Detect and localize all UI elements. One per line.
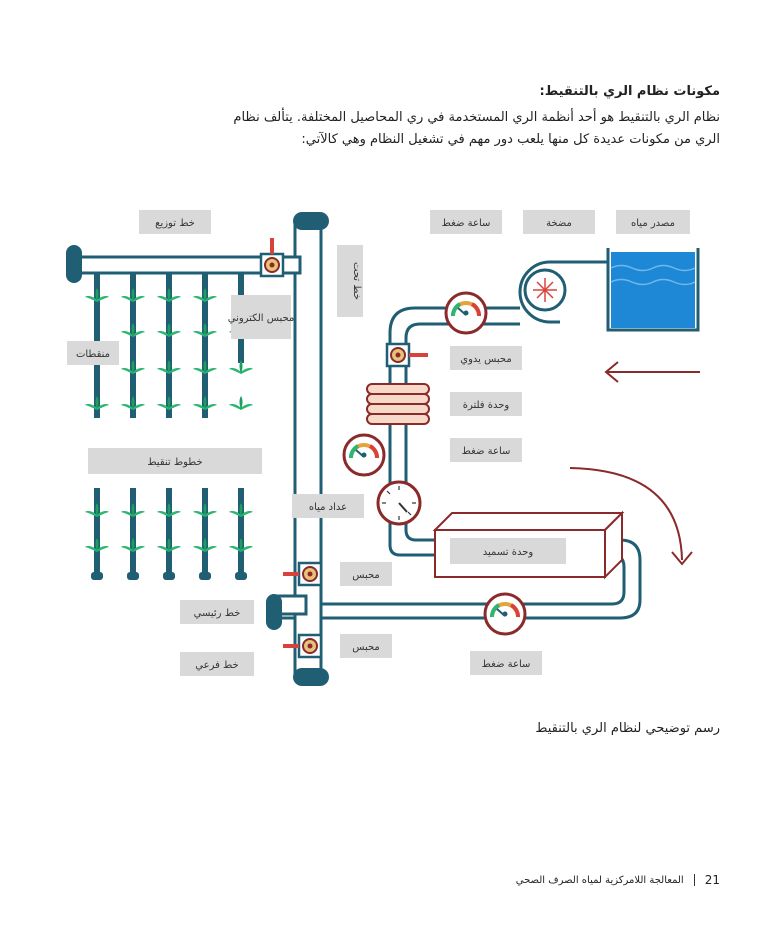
manual-valve-icon [385, 342, 411, 368]
intro-paragraph: نظام الري بالتنقيط هو أحد أنظمة الري الم… [160, 107, 720, 151]
footer-title: المعالجة اللامركزية لمياه الصرف الصحي [515, 874, 684, 886]
label-fertilizer-unit: وحدة تسميد [483, 547, 534, 558]
pressure-gauge-bottom-icon [483, 592, 527, 636]
supply-pipe [280, 306, 642, 620]
label-boxes [67, 210, 690, 676]
label-electronic-valve: محبس الكتروني [228, 313, 295, 324]
flow-arrow-down [569, 467, 693, 566]
water-tank [606, 248, 700, 332]
electronic-valve-icon [259, 252, 285, 278]
label-pressure-gauge-bottom: ساعة ضغط [482, 659, 531, 670]
label-distribution-line: خط توزيع [155, 218, 195, 229]
label-sub-line-vertical: خط تحت [351, 262, 362, 300]
valve-1-icon [297, 561, 323, 587]
pressure-gauge-top-icon [444, 291, 488, 335]
valve-2-icon [297, 633, 323, 659]
figure-caption: رسم توضيحي لنظام الري بالتنقيط [535, 721, 720, 736]
label-water-meter: عداد مياه [309, 502, 347, 513]
label-pump: مضخة [546, 218, 572, 229]
flow-arrow-left [604, 361, 700, 383]
paragraph-line-2: الري من مكونات عديدة كل منها يلعب دور مه… [301, 132, 720, 147]
label-valve-1: محبس [352, 570, 380, 581]
label-manual-valve: محبس يدوي [460, 354, 511, 365]
section-heading: مكونات نظام الري بالتنقيط: [539, 84, 721, 99]
page-footer: 21 المعالجة اللامركزية لمياه الصرف الصحي [516, 873, 720, 887]
label-main-line: خط رئيسي [194, 608, 241, 619]
filter-unit-icon [366, 383, 430, 425]
pressure-gauge-mid-icon [342, 433, 386, 477]
label-valve-2: محبس [352, 642, 380, 653]
footer-separator [693, 874, 695, 886]
pump [518, 260, 608, 324]
label-branch-line: خط فرعي [195, 660, 238, 671]
water-meter-icon [376, 480, 422, 526]
label-water-source: مصدر مياه [631, 218, 675, 229]
label-pressure-gauge-mid: ساعة ضغط [462, 446, 511, 457]
main-line-pipe [266, 594, 308, 630]
page-number: 21 [704, 873, 720, 887]
paragraph-line-1: نظام الري بالتنقيط هو أحد أنظمة الري الم… [233, 110, 720, 125]
label-pressure-gauge-top: ساعة ضغط [442, 218, 491, 229]
distribution-pipe [66, 245, 302, 283]
drip-lines-lower [91, 488, 247, 580]
label-drip-lines: خطوط تنقيط [147, 457, 202, 468]
label-filter-unit: وحدة فلترة [463, 400, 510, 411]
label-drippers: منقطات [76, 349, 110, 360]
